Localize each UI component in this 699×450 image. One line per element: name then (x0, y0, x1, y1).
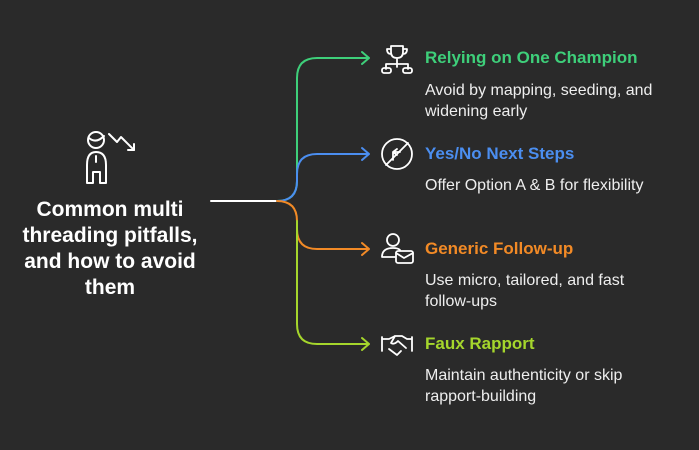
person-trend-down-icon (86, 131, 135, 184)
item-heading: Generic Follow-up (425, 239, 574, 258)
item-heading: Relying on One Champion (425, 48, 638, 67)
item-heading: Yes/No Next Steps (425, 144, 575, 163)
item-desc: Avoid by mapping, seeding, and widening … (425, 82, 653, 120)
trophy-org-icon (381, 45, 413, 74)
handshake-icon (381, 335, 413, 356)
item-desc: Maintain authenticity or skip rapport-bu… (425, 367, 623, 405)
branch-3 (276, 200, 370, 256)
item-desc: Offer Option A & B for flexibility (425, 177, 644, 194)
central-topic: Common multi threading pitfalls, and how… (22, 198, 198, 299)
no-turn-icon (381, 138, 413, 170)
user-mail-icon (381, 233, 414, 264)
item-desc: Use micro, tailored, and fast follow-ups (425, 272, 625, 310)
branch-4 (296, 220, 370, 351)
branch-1 (276, 51, 370, 202)
branch-2 (276, 147, 370, 202)
item-heading: Faux Rapport (425, 334, 535, 353)
